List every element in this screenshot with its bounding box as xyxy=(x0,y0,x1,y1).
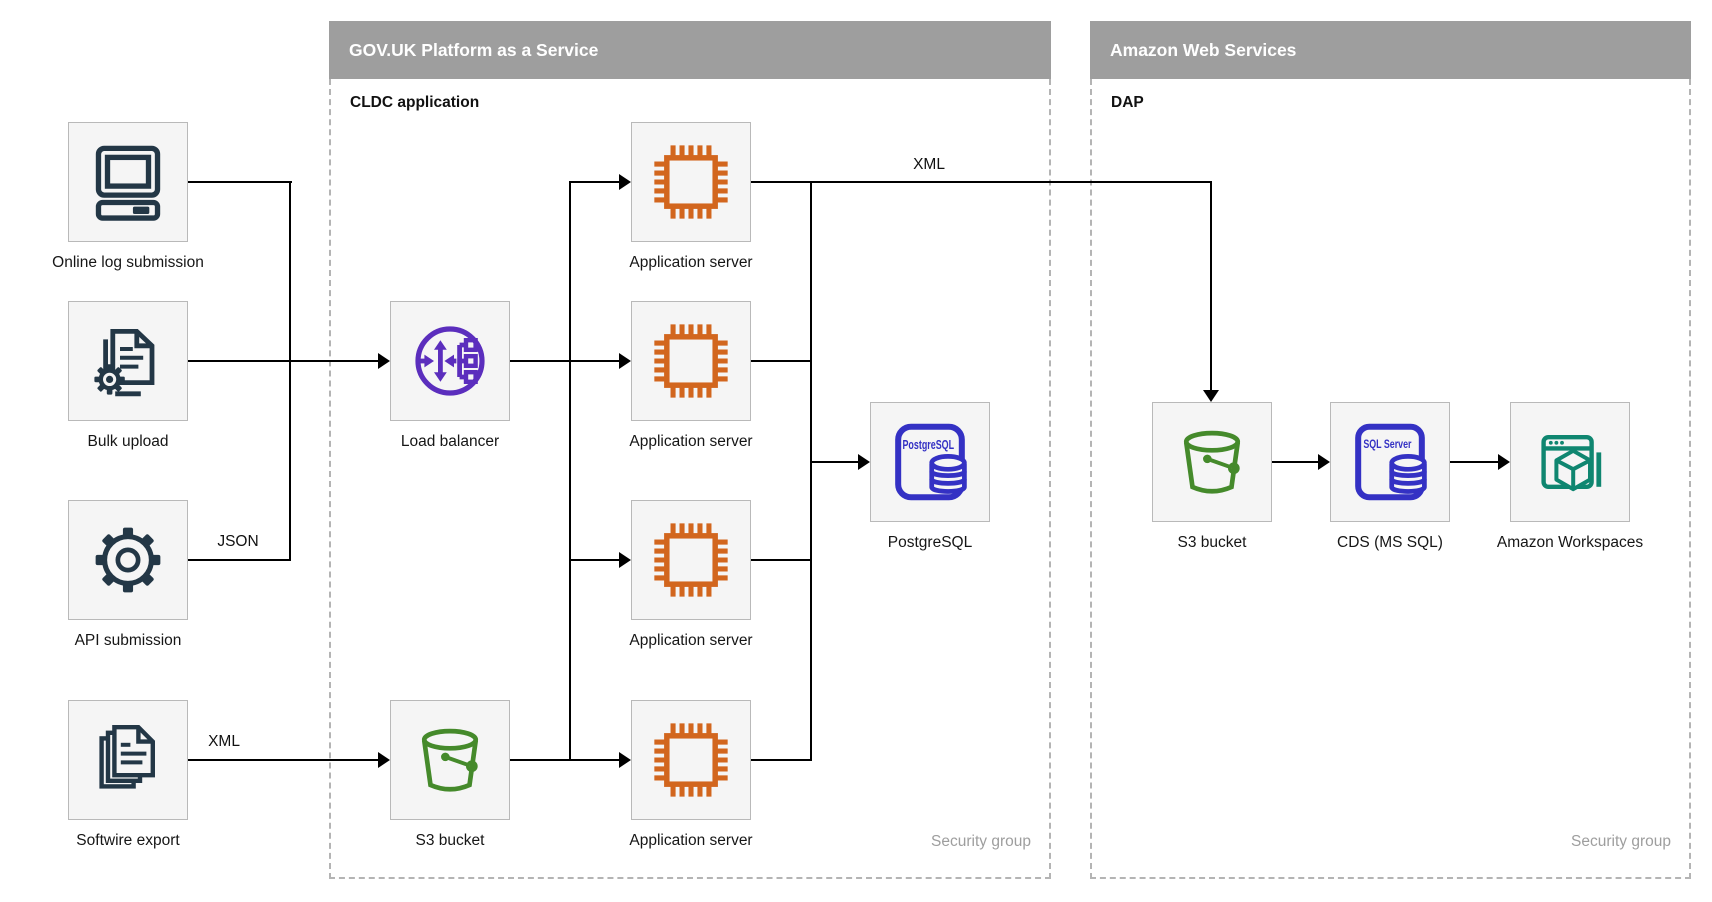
node-label: S3 bucket xyxy=(415,832,485,849)
node-label: Bulk upload xyxy=(87,433,169,450)
chip-icon xyxy=(654,324,728,398)
node-label: Online log submission xyxy=(52,254,204,271)
node-online-log-submission: Online log submission xyxy=(52,122,204,271)
node-label: Load balancer xyxy=(400,433,500,450)
arrowhead-into-app-server-1 xyxy=(619,174,631,190)
edge-app4-out xyxy=(751,759,812,761)
node-label: API submission xyxy=(74,632,182,649)
computer-icon xyxy=(95,145,161,221)
aws-header: Amazon Web Services xyxy=(1090,21,1691,79)
edge-sources-junction-vertical xyxy=(289,181,291,561)
edge-label-xml-source: XML xyxy=(208,733,240,750)
govuk-paas-title: GOV.UK Platform as a Service xyxy=(349,40,599,60)
aws-security-group-label: Security group xyxy=(1571,833,1671,850)
edge-label-xml-transfer: XML xyxy=(913,156,945,173)
node-load-balancer: Load balancer xyxy=(390,301,510,450)
cldc-application-label: CLDC application xyxy=(350,94,480,111)
edge-xml-to-aws-horizontal xyxy=(751,181,1212,183)
govuk-paas-header: GOV.UK Platform as a Service xyxy=(329,21,1051,79)
govuk-paas-region: CLDC application Security group xyxy=(329,79,1051,879)
node-label: Softwire export xyxy=(76,832,180,849)
edge-cds-to-workspaces xyxy=(1450,461,1498,463)
node-cds-mssql: SQL Server CDS (MS SQL) xyxy=(1330,402,1450,551)
node-softwire-export: Softwire export xyxy=(68,700,188,849)
node-s3-bucket-govuk: S3 bucket xyxy=(390,700,510,849)
workspaces-icon xyxy=(1541,435,1602,492)
edge-s3-to-cds xyxy=(1272,461,1318,463)
arrowhead-into-s3-aws xyxy=(1203,390,1219,402)
node-app-server-1: Application server xyxy=(629,122,753,271)
arrowhead-into-app-server-4 xyxy=(619,752,631,768)
edge-app3-out xyxy=(751,559,812,561)
chip-icon xyxy=(654,723,728,797)
node-label: CDS (MS SQL) xyxy=(1337,534,1443,551)
edge-label-json: JSON xyxy=(217,533,259,550)
node-label: S3 bucket xyxy=(1177,534,1247,551)
edge-to-postgresql xyxy=(810,461,858,463)
documents-gear-icon xyxy=(94,329,155,397)
node-label: Application server xyxy=(629,254,753,271)
s3-bucket-icon xyxy=(1183,430,1241,494)
s3-bucket-icon xyxy=(421,728,479,792)
edge-branch-app1 xyxy=(569,181,619,183)
node-label: Application server xyxy=(629,433,753,450)
govuk-security-group-label: Security group xyxy=(931,833,1031,850)
sql-server-database-icon: SQL Server xyxy=(1355,423,1427,501)
edge-api-submission-out xyxy=(188,559,291,561)
node-amazon-workspaces: Amazon Workspaces xyxy=(1497,402,1643,551)
edge-app-collector-vertical xyxy=(810,181,812,761)
node-app-server-2: Application server xyxy=(629,301,753,450)
edge-bulk-upload-to-load-balancer xyxy=(188,360,378,362)
node-label: Amazon Workspaces xyxy=(1496,534,1644,551)
arrowhead-into-postgresql xyxy=(858,454,870,470)
edge-online-log-out xyxy=(188,181,292,183)
load-balancer-icon xyxy=(415,326,485,396)
node-app-server-4: Application server xyxy=(629,700,753,849)
edge-branch-app4 xyxy=(569,759,619,761)
node-label: Application server xyxy=(629,832,753,849)
edge-app2-out xyxy=(751,360,812,362)
arrowhead-into-app-server-2 xyxy=(619,353,631,369)
edge-load-balancer-out xyxy=(510,360,571,362)
edge-branch-app3 xyxy=(569,559,619,561)
gear-icon xyxy=(95,527,161,593)
postgresql-icon-text: PostgreSQL xyxy=(902,437,954,452)
arrowhead-into-workspaces xyxy=(1498,454,1510,470)
aws-region: DAP Security group xyxy=(1090,79,1691,879)
node-api-submission: API submission xyxy=(68,500,188,649)
edge-softwire-to-s3 xyxy=(188,759,378,761)
sql-server-icon-text: SQL Server xyxy=(1363,437,1411,451)
edge-branch-app2 xyxy=(569,360,619,362)
edge-app-trunk-vertical xyxy=(569,181,571,761)
node-label: Application server xyxy=(629,632,753,649)
chip-icon xyxy=(654,523,728,597)
edge-xml-to-aws-vertical xyxy=(1210,181,1212,390)
postgresql-database-icon: PostgreSQL xyxy=(895,423,967,501)
node-app-server-3: Application server xyxy=(629,500,753,649)
node-label: PostgreSQL xyxy=(887,534,973,551)
node-bulk-upload: Bulk upload xyxy=(68,301,188,450)
arrowhead-into-s3-govuk xyxy=(378,752,390,768)
arrowhead-into-app-server-3 xyxy=(619,552,631,568)
chip-icon xyxy=(654,145,728,219)
node-postgresql: PostgreSQL PostgreSQL xyxy=(870,402,990,551)
edge-s3-govuk-out xyxy=(510,759,571,761)
dap-label: DAP xyxy=(1111,94,1144,111)
arrowhead-into-cds xyxy=(1318,454,1330,470)
aws-title: Amazon Web Services xyxy=(1110,40,1297,60)
arrowhead-into-load-balancer xyxy=(378,353,390,369)
documents-stack-icon xyxy=(99,725,155,789)
node-s3-bucket-aws: S3 bucket xyxy=(1152,402,1272,551)
